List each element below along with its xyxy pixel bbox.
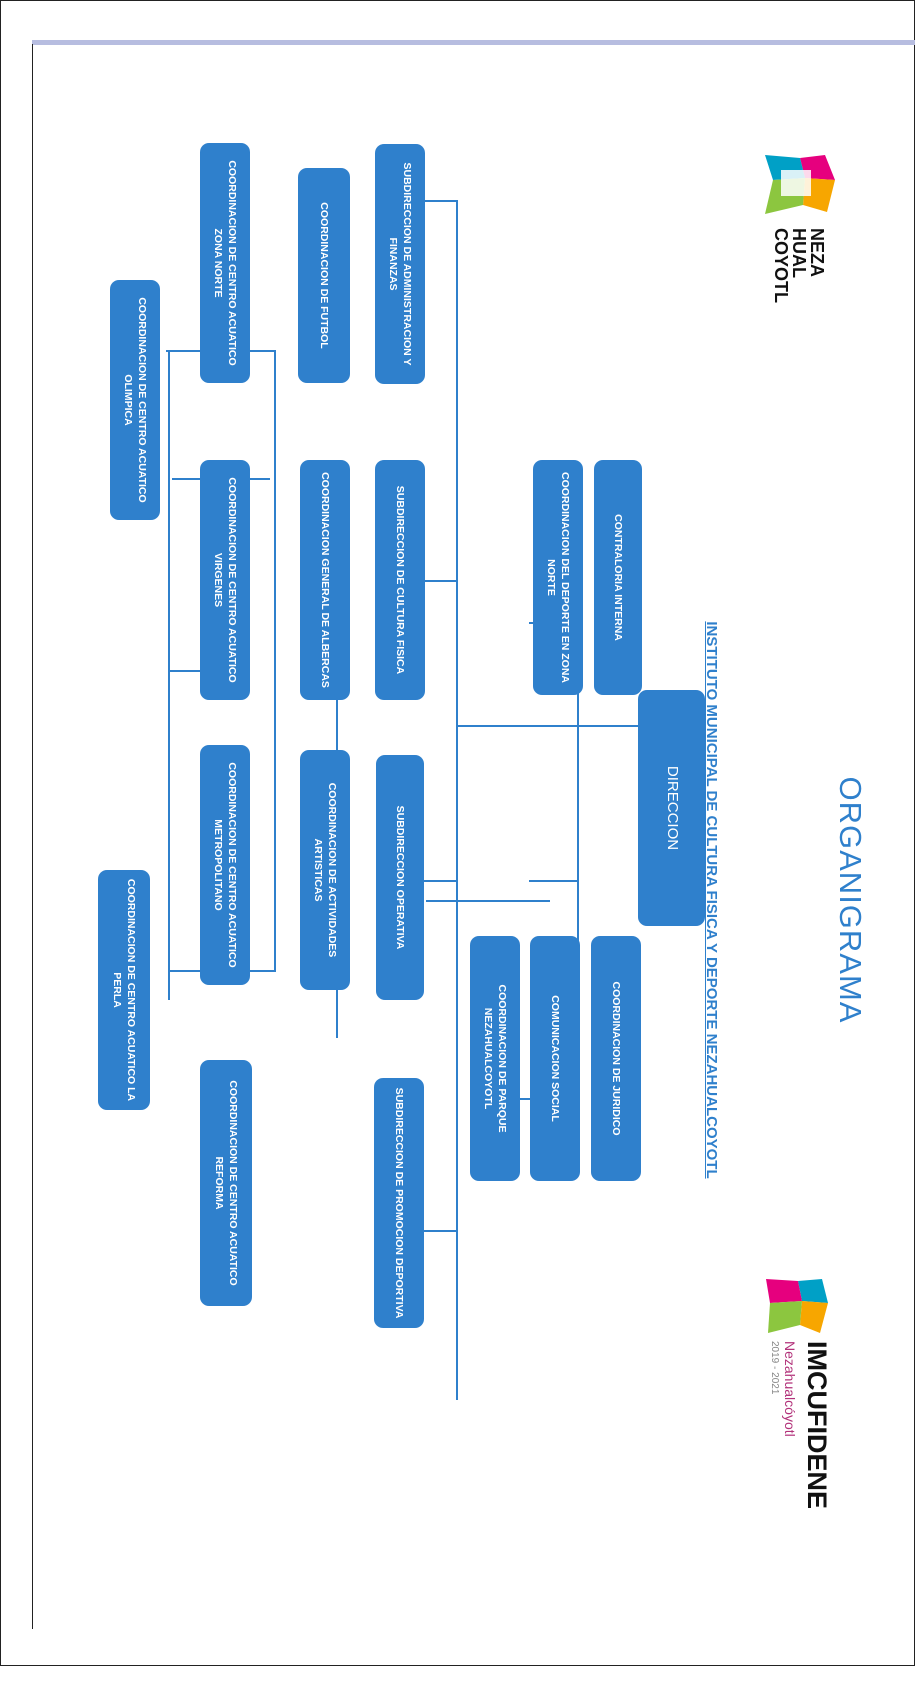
centro-acuatico-la-perla-box: COORDINACION DE CENTRO ACUATICO LA PERLA (98, 870, 150, 1110)
nezahualcoyotl-logo: NEZA HUAL COYOTL (750, 150, 840, 400)
subdireccion-cultura-fisica-box: SUBDIRECCION DE CULTURA FISICA (375, 460, 425, 700)
direccion-box: DIRECCION (638, 690, 705, 926)
connector-line (168, 350, 170, 1000)
org-chart-canvas: NEZA HUAL COYOTL IMCUFIDENE Nezahualcóyo… (0, 100, 870, 1700)
imcufidene-logo: IMCUFIDENE Nezahualcóyotl 2019 - 2021 (740, 1275, 840, 1605)
page-subtitle: INSTITUTO MUNICIPAL DE CULTURA FISICA Y … (703, 621, 720, 1179)
top-rule (32, 40, 915, 45)
logo-right-years: 2019 - 2021 (769, 1341, 780, 1395)
logo-right-name: IMCUFIDENE (802, 1341, 832, 1509)
coordinacion-parque-box: COORDINACION DE PARQUE NEZAHUALCOYOTL (470, 936, 520, 1181)
coordinacion-juridico-box: COORDINACION DE JURIDICO (591, 936, 641, 1181)
coordinacion-actividades-artisticas-box: COORDINACION DE ACTIVIDADES ARTISTICAS (300, 750, 350, 990)
logo-left-line2: HUAL (789, 228, 809, 278)
subdireccion-administracion-box: SUBDIRECCION DE ADMINISTRACION Y FINANZA… (375, 144, 425, 384)
centro-acuatico-virgenes-box: COORDINACION DE CENTRO ACUATICO VIRGENES (200, 460, 250, 700)
centro-acuatico-reforma-box: COORDINACION DE CENTRO ACUATICO REFORMA (200, 1060, 252, 1306)
comunicacion-social-box: COMUNICACION SOCIAL (530, 936, 580, 1181)
coordinacion-general-albercas-box: COORDINACION GENERAL DE ALBERCAS (300, 460, 350, 700)
subdireccion-operativa-box: SUBDIRECCION OPERATIVA (376, 755, 424, 1000)
page-title: ORGANIGRAMA (833, 776, 868, 1024)
connector-line (458, 725, 638, 727)
logo-left-line1: NEZA (807, 228, 827, 277)
left-rule (32, 44, 33, 1629)
centro-acuatico-zona-norte-box: COORDINACION DE CENTRO ACUATICO ZONA NOR… (200, 143, 250, 383)
logo-left-text: NEZA HUAL COYOTL (771, 228, 827, 303)
connector-line (274, 350, 276, 970)
connector-line (456, 200, 458, 1400)
subdireccion-promocion-deportiva-box: SUBDIRECCION DE PROMOCION DEPORTIVA (374, 1078, 424, 1328)
centro-acuatico-metropolitano-box: COORDINACION DE CENTRO ACUATICO METROPOL… (200, 745, 250, 985)
coordinacion-futbol-box: COORDINACION DE FUTBOL (298, 168, 350, 383)
contraloria-interna-box: CONTRALORIA INTERNA (594, 460, 642, 695)
coordinacion-deporte-zona-norte-box: COORDINACION DEL DEPORTE EN ZONA NORTE (533, 460, 583, 695)
logo-right-subname: Nezahualcóyotl (782, 1341, 798, 1437)
logo-left-line3: COYOTL (771, 228, 791, 303)
centro-acuatico-olimpica-box: COORDINACION DE CENTRO ACUATICO OLIMPICA (110, 280, 160, 520)
connector-line (529, 880, 579, 882)
connector-line (426, 900, 550, 902)
